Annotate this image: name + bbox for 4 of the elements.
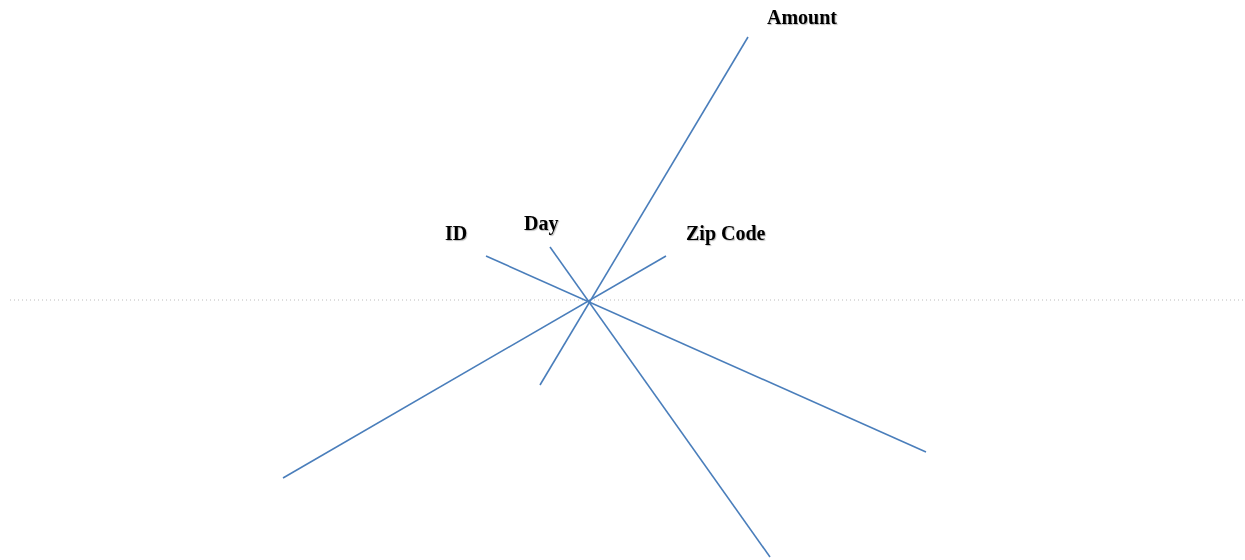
axis-label: Amount bbox=[767, 5, 837, 29]
axis-label: Day bbox=[524, 211, 559, 235]
axis-label: Zip Code bbox=[686, 221, 766, 245]
axis-label: ID bbox=[445, 221, 468, 245]
